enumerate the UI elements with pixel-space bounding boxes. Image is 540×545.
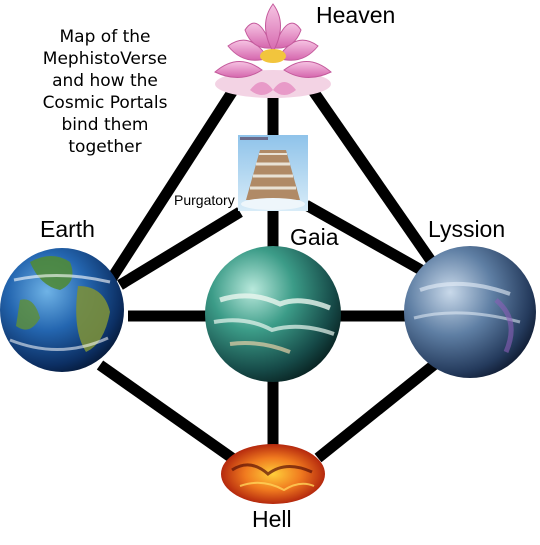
portal-earth-hell <box>96 360 236 463</box>
hell-fire-icon <box>221 444 325 504</box>
gaia-planet-icon <box>205 246 341 382</box>
title-line: bind them <box>61 115 149 135</box>
heaven-label: Heaven <box>316 2 396 28</box>
portal-purgatory-earth <box>117 207 243 290</box>
portal-purgatory-lyssion <box>303 200 433 280</box>
portal-lyssion-hell <box>314 355 444 463</box>
title-line: MephistoVerse <box>42 49 168 69</box>
title-line: Cosmic Portals <box>42 93 168 113</box>
heaven-lotus-icon <box>214 3 332 98</box>
lyssion-planet-icon <box>404 246 536 378</box>
purgatory-mountain-icon <box>238 135 308 211</box>
purgatory-label: Purgatory <box>174 192 235 208</box>
hell-label: Hell <box>252 506 292 532</box>
earth-label: Earth <box>40 216 95 242</box>
title-line: and how the <box>52 71 158 91</box>
gaia-label: Gaia <box>290 224 339 250</box>
earth-planet-icon <box>0 248 124 372</box>
title-line: Map of the <box>59 27 151 47</box>
lyssion-label: Lyssion <box>428 216 506 242</box>
title-line: together <box>68 137 142 157</box>
portal-lines <box>96 68 444 463</box>
diagram-title: Map of the MephistoVerse and how the Cos… <box>18 26 192 158</box>
portal-heaven-earth <box>107 69 250 281</box>
portal-heaven-lyssion <box>295 68 441 272</box>
